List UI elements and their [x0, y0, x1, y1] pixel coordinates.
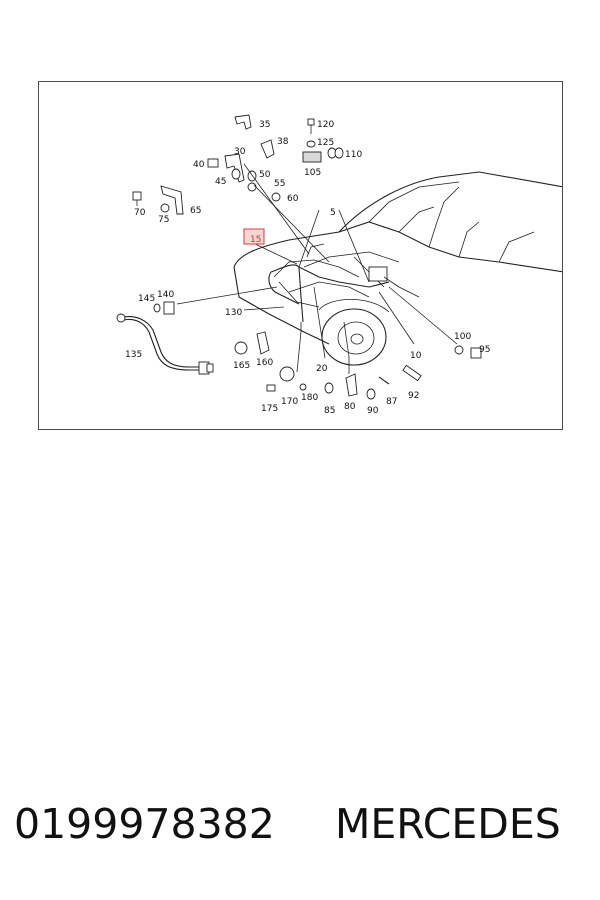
- callout-label-160: 160: [256, 358, 273, 368]
- callout-label-165: 165: [233, 361, 250, 371]
- callout-label-75: 75: [158, 215, 169, 225]
- callout-label-45: 45: [215, 177, 226, 187]
- callout-label-92: 92: [408, 391, 419, 401]
- callout-label-70: 70: [134, 208, 146, 218]
- callout-label-180: 180: [301, 393, 318, 403]
- callout-label-135: 135: [125, 350, 142, 360]
- callout-label-90: 90: [367, 406, 379, 416]
- car-body: [233, 171, 562, 366]
- callout-label-100: 100: [454, 332, 471, 342]
- brand-name: MERCEDES: [335, 800, 561, 848]
- callout-label-38: 38: [277, 137, 289, 147]
- callout-label-30: 30: [234, 147, 246, 157]
- callout-label-145: 145: [138, 294, 155, 304]
- callout-label-15: 15: [250, 235, 261, 245]
- callout-label-50: 50: [259, 170, 271, 180]
- callout-label-95: 95: [479, 345, 490, 355]
- brake-hose-135: [116, 313, 214, 375]
- callout-label-40: 40: [193, 160, 205, 170]
- callout-label-5: 5: [330, 208, 336, 218]
- callout-label-20: 20: [316, 364, 328, 374]
- callout-label-87: 87: [386, 397, 397, 407]
- callout-label-85: 85: [324, 406, 335, 416]
- small-parts: [132, 114, 482, 400]
- callout-label-130: 130: [225, 308, 242, 318]
- callout-label-175: 175: [261, 404, 278, 414]
- leader-lines: [176, 163, 458, 359]
- callout-label-125: 125: [317, 138, 334, 148]
- callout-label-80: 80: [344, 402, 356, 412]
- callout-label-110: 110: [345, 150, 362, 160]
- callout-label-55: 55: [274, 179, 285, 189]
- callout-label-140: 140: [157, 290, 174, 300]
- callout-label-105: 105: [304, 168, 321, 178]
- callout-label-120: 120: [317, 120, 334, 130]
- part-number: 0199978382: [14, 800, 275, 848]
- callout-label-10: 10: [410, 351, 422, 361]
- callout-label-170: 170: [281, 397, 298, 407]
- highlight-box: [243, 228, 265, 245]
- callout-label-35: 35: [259, 120, 270, 130]
- callout-label-65: 65: [190, 206, 201, 216]
- callout-label-60: 60: [287, 194, 299, 204]
